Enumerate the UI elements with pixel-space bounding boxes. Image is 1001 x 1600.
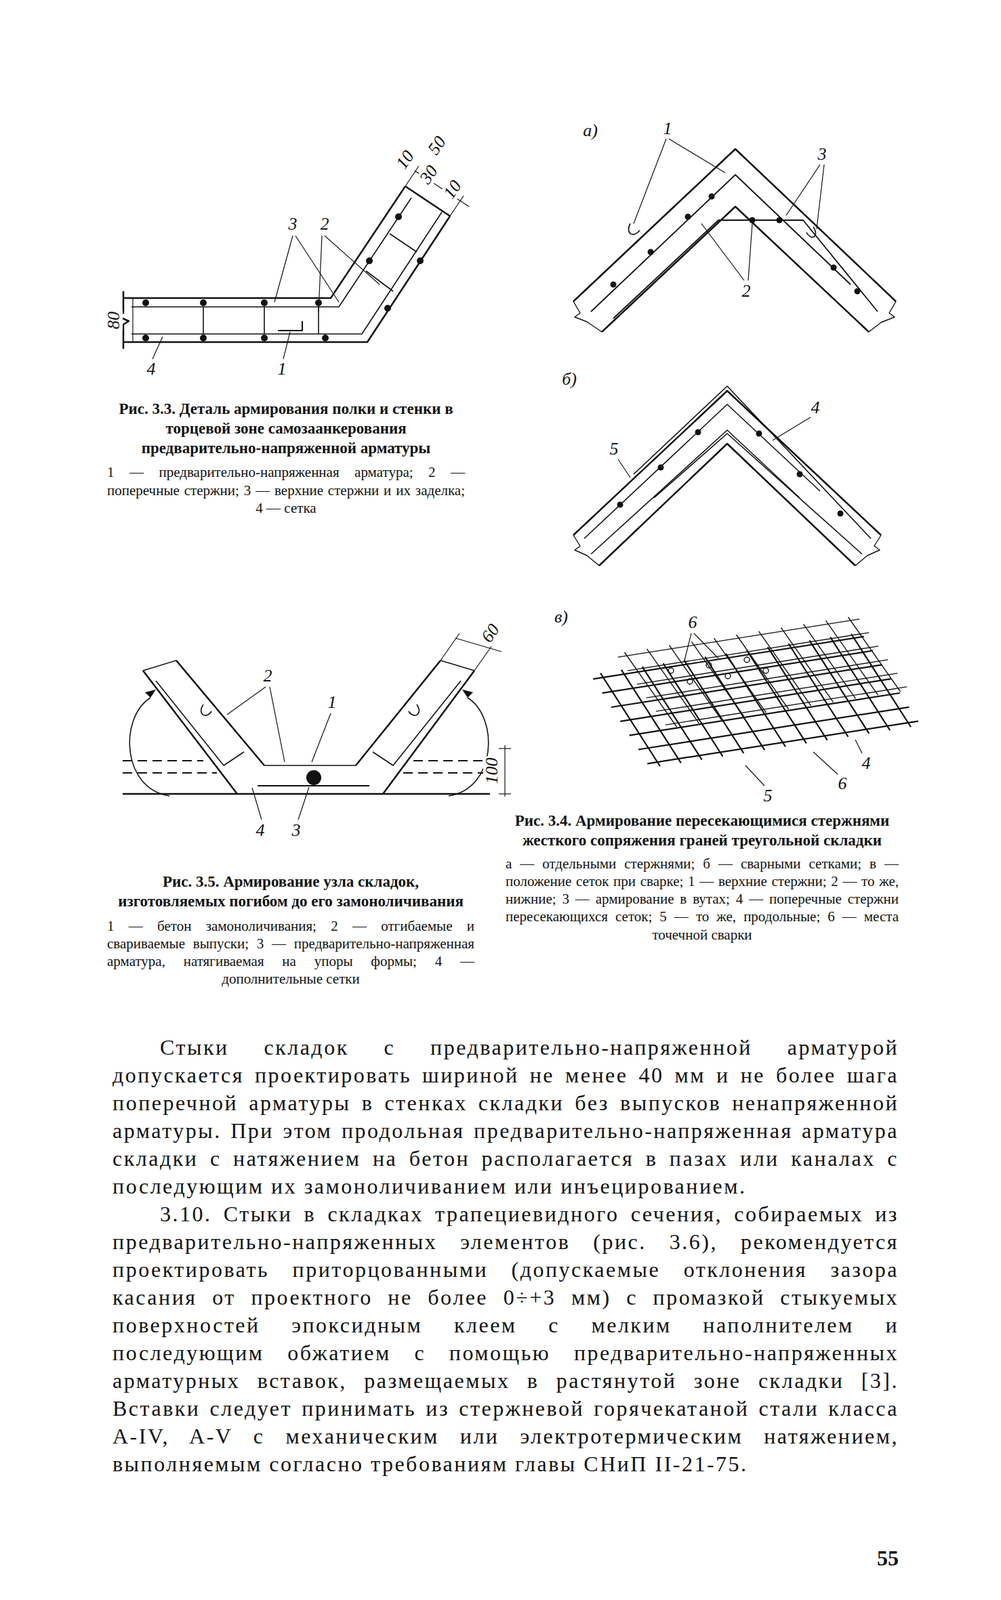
callout-number: 5 [762,787,774,806]
dimension: 80 [105,310,123,331]
body-paragraph: Стыки складок с предварительно-напряженн… [112,1034,899,1201]
figure-caption: Рис. 3.5. Армирование узла складок, изго… [107,872,475,913]
subfigure-letter: а) [581,121,600,140]
callout-number: 3 [290,822,303,840]
callout-number: 4 [145,360,158,379]
callout-number: 3 [287,215,299,234]
mesh-grid [618,617,907,728]
callout-number: 3 [816,145,829,164]
page-number: 55 [813,1545,899,1573]
dimension: 60 [477,620,505,647]
subfigure-letter: в) [553,608,570,627]
weld-points [668,657,769,685]
dimension: 50 [424,132,451,159]
dimension: 10 [439,176,467,203]
callout-number: 1 [662,119,674,138]
callout-number: 2 [262,667,274,686]
callout-number: 2 [740,282,753,301]
callout-number: 4 [254,822,267,840]
callout-number: 4 [860,754,873,773]
callout-number: 2 [319,215,331,234]
figure-3-4c [593,617,919,787]
figure-3-4b [573,386,882,566]
callout-number: 4 [809,399,822,417]
figure-3-3 [117,166,469,360]
callout-number: 6 [836,775,849,793]
callout-number: 6 [687,614,699,632]
body-paragraph: 3.10. Стыки в складках трапециевидного с… [112,1200,899,1479]
figure-legend: 1 — бетон замоноличивания; 2 — отгибаемы… [107,917,475,989]
callout-number: 1 [276,360,289,379]
callout-number: 5 [608,440,621,459]
figure-3-4a [573,138,896,333]
subfigure-letter: б) [560,370,579,389]
callout-number: 1 [326,693,339,712]
figure-legend: а — отдельными стержнями; б — сварными с… [505,855,899,945]
figure-caption: Рис. 3.4. Армирование пересекающимися ст… [505,811,899,852]
figure-caption: Рис. 3.3. Деталь армирования полки и сте… [107,399,465,459]
figure-legend: 1 — предварительно-напряженная арматура;… [107,463,465,518]
dimension: 10 [392,146,419,173]
dimension: 30 [416,161,443,188]
dimension: 100 [483,757,501,787]
figure-3-5 [122,633,512,821]
